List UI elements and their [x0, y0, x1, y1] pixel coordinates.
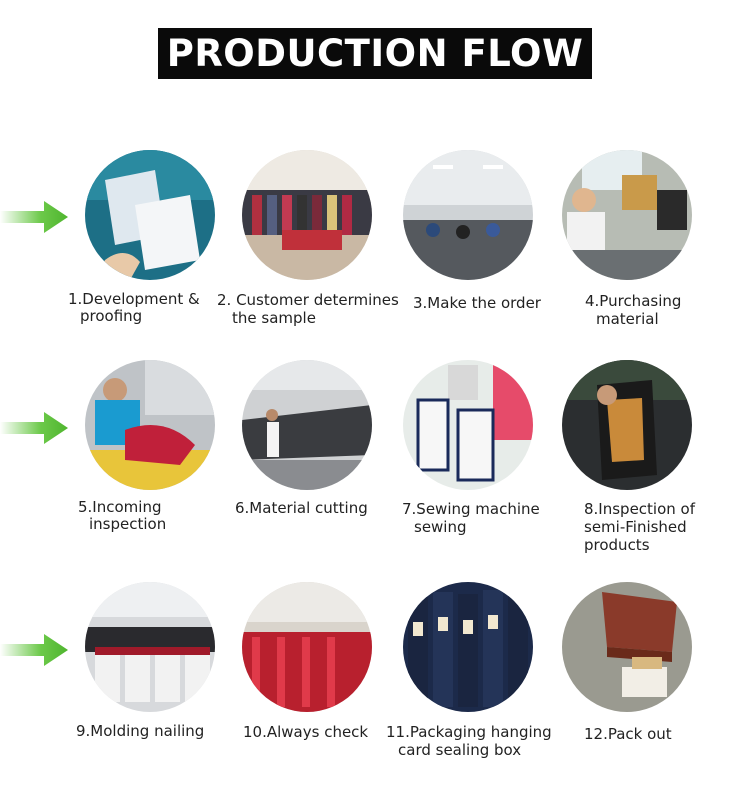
step-7-label-line-1: 7.Sewing machine: [402, 500, 540, 518]
step-11-label-line-2: card sealing box: [398, 741, 522, 759]
step-9-label-line-1: 9.Molding nailing: [76, 722, 205, 740]
step-7-photo: [403, 360, 533, 490]
step-3-photo: [403, 150, 533, 280]
step-8-label-line-1: 8.Inspection of: [584, 500, 696, 518]
step-7-label-line-2: sewing: [414, 518, 467, 536]
step-12-photo: [562, 582, 692, 712]
step-6-photo: [242, 360, 372, 490]
arrow-right-icon: [0, 412, 68, 444]
step-5-label-line-2: inspection: [89, 515, 167, 533]
step-1-label-line-2: proofing: [80, 307, 143, 325]
arrow-right-icon: [0, 634, 68, 666]
step-1-photo: [85, 150, 215, 280]
step-4-label-line-2: material: [596, 310, 659, 328]
step-12-label-line-1: 12.Pack out: [584, 725, 672, 743]
step-10-photo: [242, 582, 372, 712]
step-11-photo: [403, 582, 533, 712]
step-5-label-line-1: 5.Incoming: [78, 498, 162, 516]
step-2-label-line-1: 2. Customer determines: [217, 291, 399, 309]
page-title: PRODUCTION FLOW: [158, 28, 592, 79]
step-2-photo: [242, 150, 372, 280]
step-10-label-line-1: 10.Always check: [243, 723, 369, 741]
step-5-photo: [85, 360, 215, 490]
step-8-label-line-3: products: [584, 536, 650, 554]
step-1-label-line-1: 1.Development &: [68, 290, 200, 308]
step-4-label-line-1: 4.Purchasing: [585, 292, 682, 310]
step-3-label-line-1: 3.Make the order: [413, 294, 541, 312]
step-2-label-line-2: the sample: [232, 309, 316, 327]
step-8-label-line-2: semi-Finished: [584, 518, 687, 536]
step-6-label-line-1: 6.Material cutting: [235, 499, 368, 517]
step-9-photo: [85, 582, 215, 712]
arrow-right-icon: [0, 201, 68, 233]
step-4-photo: [562, 150, 692, 280]
step-11-label-line-1: 11.Packaging hanging: [386, 723, 552, 741]
step-8-photo: [562, 360, 692, 490]
